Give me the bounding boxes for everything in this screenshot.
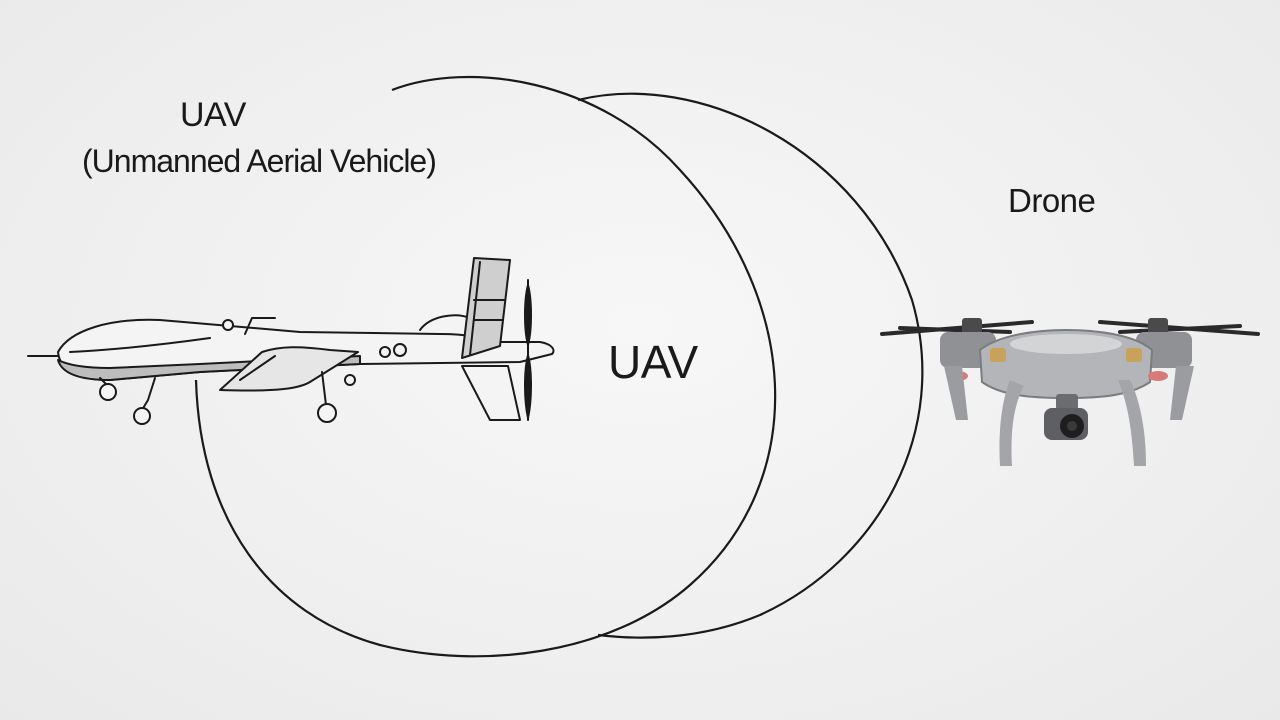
fixed-wing-uav-illustration xyxy=(27,257,555,425)
quadcopter-drone-illustration xyxy=(880,318,1260,466)
uav-full-name-label: (Unmanned Aerial Vehicle) xyxy=(82,143,437,179)
uav-title-label: UAV xyxy=(180,96,246,134)
venn-circles xyxy=(194,75,924,658)
overlap-uav-label: UAV xyxy=(608,336,698,388)
drone-label: Drone xyxy=(1008,182,1096,219)
drone-circle xyxy=(577,92,924,639)
uav-circle xyxy=(194,75,777,658)
